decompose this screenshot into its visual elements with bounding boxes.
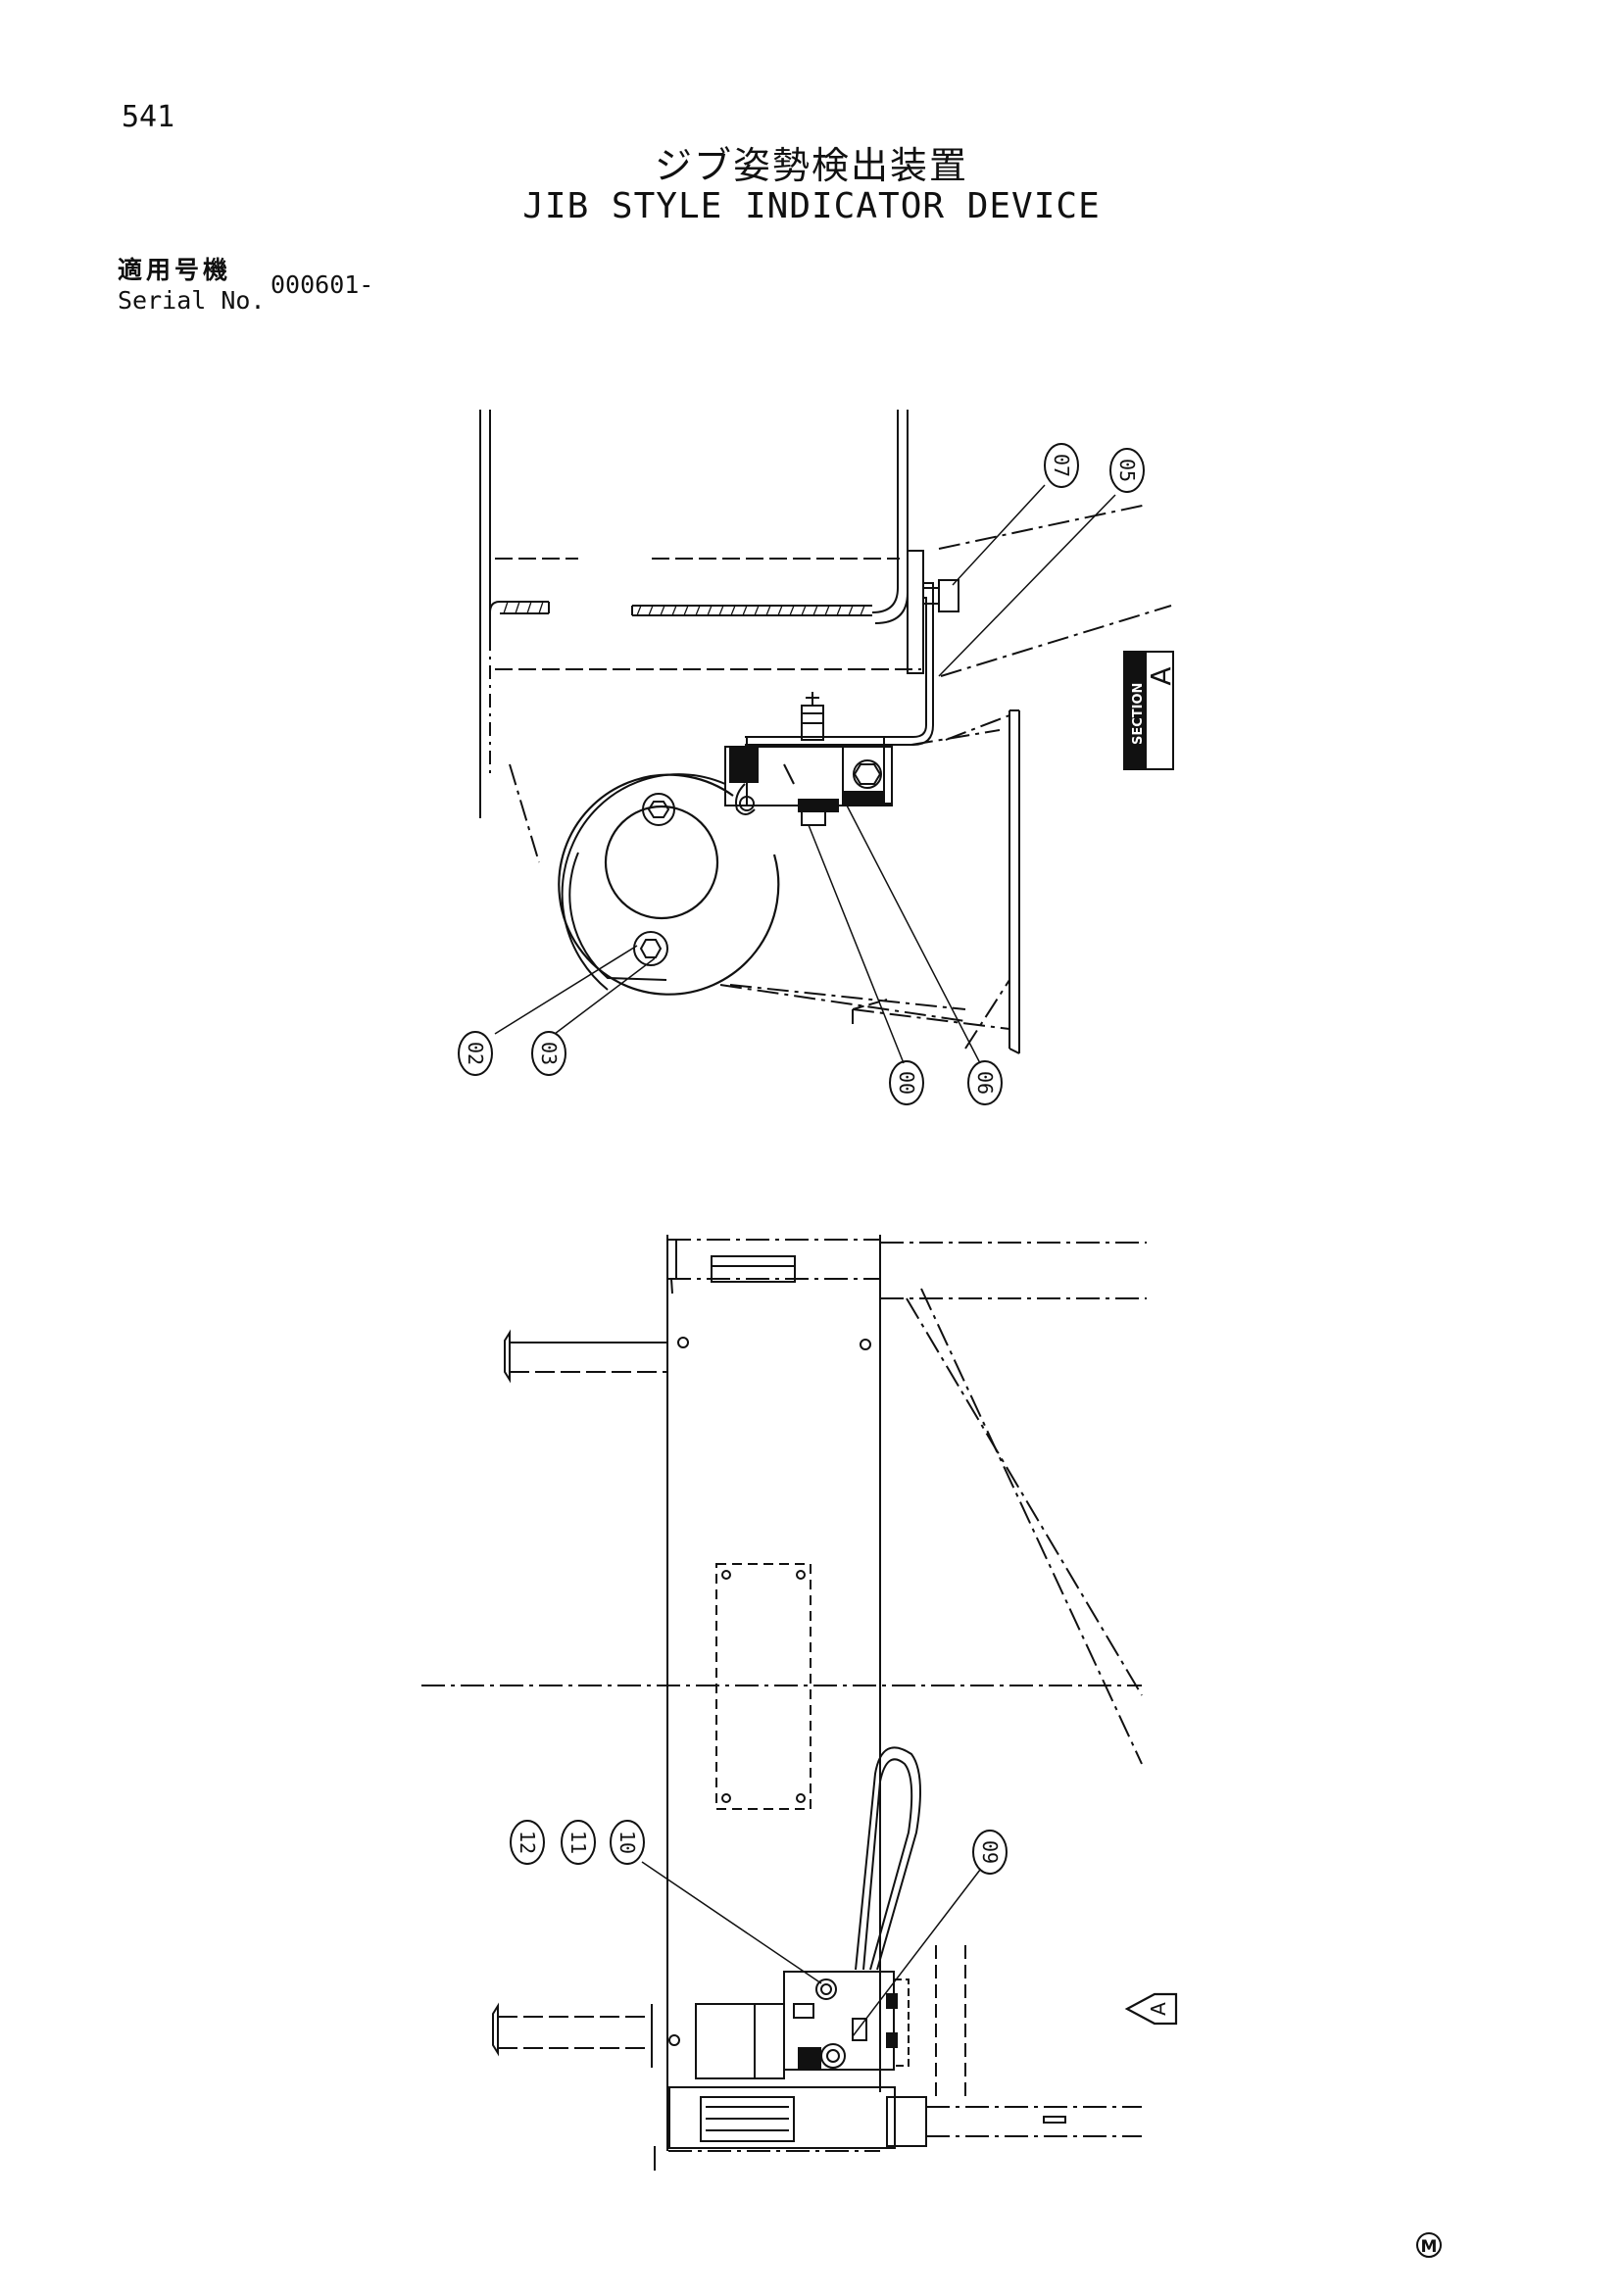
callout-03: 03 — [531, 1031, 566, 1076]
callout-07-label: 07 — [1050, 454, 1073, 477]
callout-02-label: 02 — [464, 1042, 487, 1065]
view-arrow-a: A — [1124, 1992, 1178, 2026]
callout-07: 07 — [1044, 443, 1079, 488]
callout-00: 00 — [889, 1060, 924, 1105]
callout-00-label: 00 — [895, 1071, 918, 1095]
title-japanese: ジブ姿勢検出装置 — [654, 144, 968, 187]
side-view-assembly — [421, 1235, 1147, 2171]
callout-06: 06 — [967, 1060, 1003, 1105]
serial-number-value: 000601- — [270, 270, 374, 299]
serial-label-english: Serial No. — [118, 286, 266, 315]
callout-12: 12 — [510, 1820, 545, 1865]
section-label: SECTION — [1131, 683, 1146, 745]
footer-mark-letter: M — [1421, 2237, 1438, 2257]
callout-09: 09 — [972, 1830, 1008, 1875]
callout-11: 11 — [561, 1820, 596, 1865]
top-view-assembly — [479, 410, 1172, 1054]
leader-lines-top — [494, 484, 1116, 1064]
page-number: 541 — [122, 100, 175, 134]
callout-09-label: 09 — [978, 1840, 1002, 1864]
callout-10: 10 — [610, 1820, 645, 1865]
callout-02: 02 — [458, 1031, 493, 1076]
section-a-marker: SECTION A — [1123, 651, 1177, 770]
leader-lines-side — [641, 1861, 981, 2037]
callout-06-label: 06 — [973, 1071, 997, 1095]
callout-10-label: 10 — [615, 1831, 639, 1854]
title-english: JIB STYLE INDICATOR DEVICE — [522, 186, 1101, 226]
serial-label-japanese: 適用号機 — [118, 256, 232, 284]
callout-11-label: 11 — [566, 1831, 590, 1854]
callout-05-label: 05 — [1115, 459, 1139, 482]
footer-m-mark: M — [1416, 2232, 1442, 2258]
callout-12-label: 12 — [516, 1831, 539, 1854]
section-letter: A — [1145, 666, 1177, 685]
view-arrow-letter: A — [1147, 2002, 1170, 2016]
callout-05: 05 — [1109, 448, 1145, 493]
callout-03-label: 03 — [537, 1042, 561, 1065]
